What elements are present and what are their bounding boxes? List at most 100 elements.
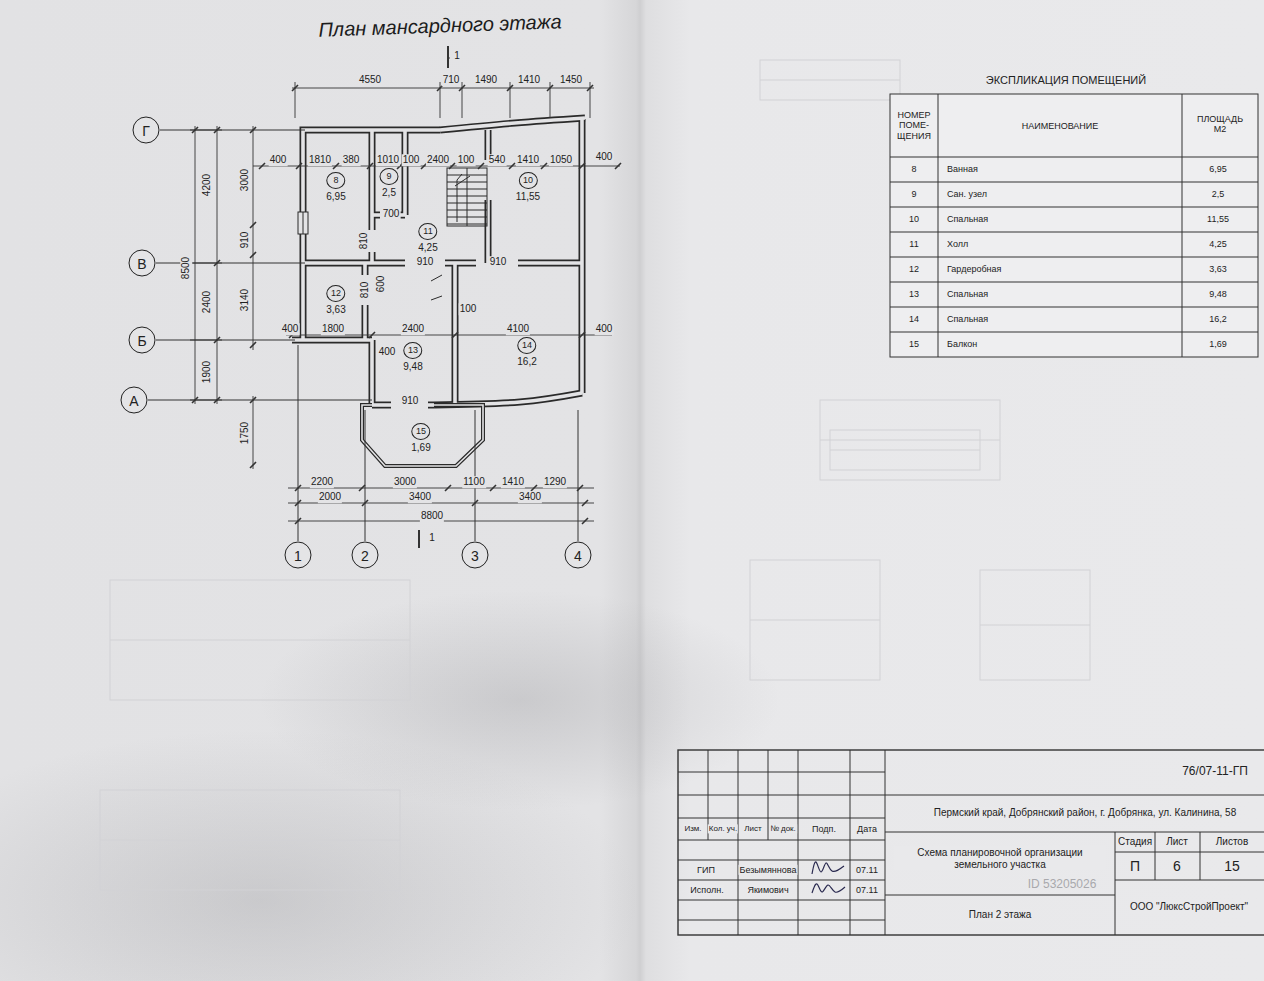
dimension-value: 1010 bbox=[376, 154, 400, 166]
dimension-value: 2200 bbox=[310, 476, 334, 488]
table-cell: 12 bbox=[908, 264, 920, 274]
wall bbox=[428, 402, 434, 409]
wall bbox=[369, 340, 376, 405]
table-cell: Ванная bbox=[946, 164, 979, 174]
wall bbox=[440, 118, 585, 130]
room-number: 12 bbox=[327, 285, 346, 302]
room-area: 4,25 bbox=[418, 242, 437, 253]
title-block-text: Стадия bbox=[1117, 836, 1153, 848]
title-block-text: Лист bbox=[1165, 836, 1189, 848]
room-area: 6,95 bbox=[326, 191, 345, 202]
axis-letter: 2 bbox=[361, 547, 369, 563]
table-cell: Спальная bbox=[946, 314, 989, 324]
axis-letter: 4 bbox=[574, 547, 582, 563]
dimension-value: 400 bbox=[595, 323, 614, 335]
axis-marker: 1 bbox=[285, 542, 312, 569]
dimension-value: 1810 bbox=[308, 154, 332, 166]
table-cell: 13 bbox=[908, 289, 920, 299]
dimension-value: 1750 bbox=[239, 421, 251, 445]
wall bbox=[402, 130, 409, 215]
dimension-value: 2400 bbox=[201, 290, 213, 314]
dimension-value: 400 bbox=[595, 151, 614, 163]
title-block-text: 76/07-11-ГП bbox=[1181, 765, 1249, 779]
wall-core bbox=[428, 403, 434, 407]
table-cell: 9 bbox=[910, 189, 917, 199]
balcony-rail bbox=[362, 405, 483, 466]
title-block-text: Исполн. bbox=[689, 885, 724, 895]
dimension-value: 3000 bbox=[393, 476, 417, 488]
dimension-value: 400 bbox=[269, 154, 288, 166]
dimension-value: 710 bbox=[442, 74, 461, 86]
dimension-value: 2000 bbox=[318, 491, 342, 503]
dimension-value: 3400 bbox=[518, 491, 542, 503]
wall-core bbox=[445, 261, 476, 265]
table-grid bbox=[890, 94, 1258, 357]
dimension-value: 4550 bbox=[358, 74, 382, 86]
table-cell: Сан. узел bbox=[946, 189, 988, 199]
axis-line bbox=[148, 130, 578, 541]
table-cell: 4,25 bbox=[1208, 239, 1228, 249]
dimension-line bbox=[190, 46, 621, 548]
dimension-value: 2400 bbox=[426, 154, 450, 166]
title-block-text: 6 bbox=[1172, 858, 1182, 874]
dimension-value: 100 bbox=[459, 303, 478, 315]
dimension-value: 8800 bbox=[420, 510, 444, 522]
table-cell: 15 bbox=[908, 339, 920, 349]
title-block-text: ООО "ЛюксСтройПроект" bbox=[1129, 901, 1249, 913]
dimension-value: 910 bbox=[401, 395, 420, 407]
dimension-value: 3140 bbox=[239, 288, 251, 312]
axis-marker: 2 bbox=[352, 542, 379, 569]
stairs bbox=[431, 168, 487, 300]
table-cell: 1,69 bbox=[1208, 339, 1228, 349]
axis-letter: В bbox=[137, 255, 146, 271]
section-mark: 1 bbox=[453, 50, 461, 62]
dimension-value: 2400 bbox=[401, 323, 425, 335]
table-cell: 3,63 bbox=[1208, 264, 1228, 274]
table-cell: Спальная bbox=[946, 289, 989, 299]
title-block-text: Подп. bbox=[811, 824, 837, 834]
table-cell: 2,5 bbox=[1211, 189, 1226, 199]
axis-marker: 4 bbox=[565, 542, 592, 569]
table-cell: Спальная bbox=[946, 214, 989, 224]
dimension-value: 700 bbox=[382, 208, 401, 220]
title-block-text: ГИП bbox=[696, 865, 716, 875]
axis-letter: Г bbox=[142, 122, 150, 138]
signature bbox=[812, 862, 845, 893]
wall bbox=[303, 260, 405, 267]
table-cell: Гардеробная bbox=[946, 264, 1002, 274]
room-area: 1,69 bbox=[411, 442, 430, 453]
table-title: ЭКСПЛИКАЦИЯ ПОМЕЩЕНИЙ bbox=[985, 74, 1147, 87]
axis-letter: 1 bbox=[294, 547, 302, 563]
table-cell: 16,2 bbox=[1208, 314, 1228, 324]
title-block-text: Якимович bbox=[746, 885, 789, 895]
room-label: 1416,2 bbox=[516, 336, 537, 368]
dimension-value: 8500 bbox=[180, 256, 192, 280]
table-header: ПЛОЩАДЬ М2 bbox=[1193, 114, 1247, 135]
table-cell: 8 bbox=[910, 164, 917, 174]
room-label: 114,25 bbox=[417, 222, 438, 254]
wall-core bbox=[403, 130, 407, 215]
dimension-value: 1050 bbox=[549, 154, 573, 166]
dimension-value: 1410 bbox=[501, 476, 525, 488]
dimension-value: 1490 bbox=[474, 74, 498, 86]
title-block-text: Кол. уч. bbox=[708, 824, 738, 833]
axis-marker: 3 bbox=[462, 542, 489, 569]
dimension-value: 3400 bbox=[408, 491, 432, 503]
wall-core bbox=[303, 261, 405, 265]
wall-core bbox=[303, 130, 440, 262]
dimension-value: 1800 bbox=[321, 323, 345, 335]
table-cell: 10 bbox=[908, 214, 920, 224]
section-mark: 1 bbox=[428, 532, 436, 544]
dimension-value: 4100 bbox=[506, 323, 530, 335]
wall-core bbox=[370, 252, 374, 263]
wall bbox=[518, 260, 582, 267]
room-number: 13 bbox=[404, 342, 423, 359]
table-cell: 11,55 bbox=[1206, 214, 1230, 224]
table-cell: 9,48 bbox=[1208, 289, 1228, 299]
axis-marker: Г bbox=[133, 117, 160, 144]
title-block-grid bbox=[678, 750, 1264, 935]
window bbox=[303, 212, 304, 234]
axis-marker: Б bbox=[129, 327, 156, 354]
table-cell: Холл bbox=[946, 239, 969, 249]
room-label: 139,48 bbox=[402, 341, 423, 373]
